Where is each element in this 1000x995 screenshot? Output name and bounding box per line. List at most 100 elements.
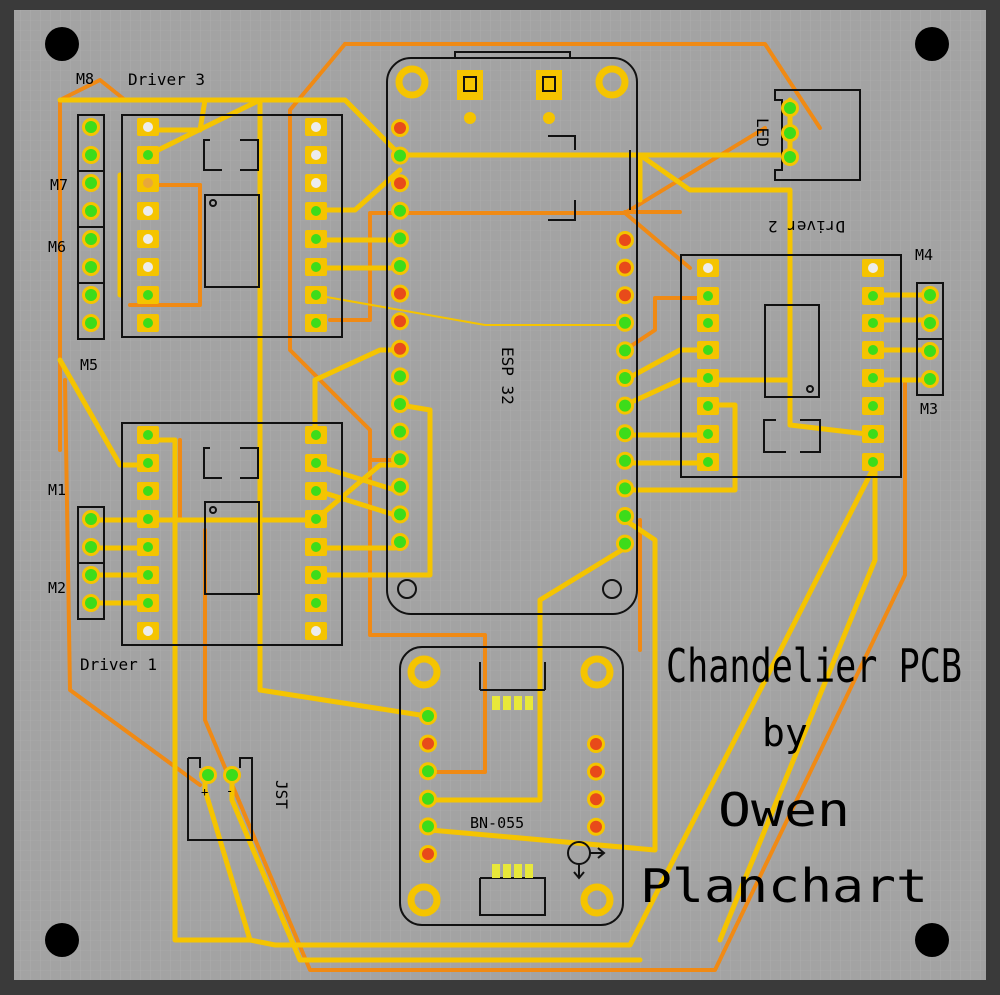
driver2-pad-right-hole xyxy=(868,345,878,355)
driver2-pad-left-hole xyxy=(703,291,713,301)
mounting-hole xyxy=(915,27,949,61)
esp32-pin-left-hole xyxy=(394,204,406,217)
esp32-pin-left-hole xyxy=(394,232,406,245)
esp32-pin-left-hole xyxy=(394,425,406,438)
esp32-pin-left-hole xyxy=(394,342,406,355)
driver1-pad-right-hole xyxy=(311,626,321,636)
driver3-pad-left-hole xyxy=(143,178,153,188)
driver1-pad-left-hole xyxy=(143,570,153,580)
driver2-pad-left-hole xyxy=(703,457,713,467)
mounting-hole xyxy=(45,923,79,957)
driver2-pad-right-hole xyxy=(868,429,878,439)
label-led: LED xyxy=(753,118,772,147)
driver-2-footprint[interactable] xyxy=(680,254,902,478)
driver3-pad-left-hole xyxy=(143,150,153,160)
driver2-pad-left-hole xyxy=(703,373,713,383)
driver3-pad-right-hole xyxy=(311,290,321,300)
led-connector[interactable] xyxy=(774,89,861,181)
driver3-pad-right-hole xyxy=(311,178,321,188)
board-by: by xyxy=(762,711,808,755)
driver3-pad-right-hole xyxy=(311,122,321,132)
driver1-pad-left-hole xyxy=(143,626,153,636)
driver1-pad-right-hole xyxy=(311,458,321,468)
bno055-pin-left-hole xyxy=(422,848,434,860)
bno055-pin-left-hole xyxy=(422,710,434,722)
driver-1-footprint[interactable] xyxy=(121,422,343,646)
driver3-pad-right-hole xyxy=(311,318,321,328)
esp32-pin-right-hole xyxy=(619,482,631,495)
esp32-pin-left-hole xyxy=(394,536,406,548)
motor-header-pin-hole xyxy=(85,317,97,329)
motor-header-pin-hole xyxy=(85,541,97,553)
label-m4: M4 xyxy=(915,246,933,264)
driver1-pad-left-hole xyxy=(143,598,153,608)
esp32-pin-right-hole xyxy=(619,234,631,246)
motor-header-pin-hole xyxy=(85,597,97,609)
board-title: Chandelier PCB xyxy=(666,639,962,693)
driver1-pad-left-hole xyxy=(143,458,153,468)
motor-header-pin-hole xyxy=(924,317,936,329)
driver1-pad-left-hole xyxy=(143,514,153,524)
author-last-name: Planchart xyxy=(640,859,928,913)
label-m6: M6 xyxy=(48,238,66,256)
label-m8: M8 xyxy=(76,70,94,88)
label-bno055: BN-055 xyxy=(470,814,524,832)
esp32-pin-right-hole xyxy=(619,510,631,522)
motor-header-pin-hole xyxy=(85,177,97,189)
esp32-pin-right-hole xyxy=(619,289,631,302)
esp32-outline xyxy=(386,57,638,615)
motor-header-pin-hole xyxy=(85,261,97,273)
label-m1: M1 xyxy=(48,481,66,499)
motor-header-pin-hole xyxy=(924,345,936,357)
esp32-module[interactable] xyxy=(386,51,638,615)
driver1-pad-left-hole xyxy=(143,486,153,496)
driver3-pad-left-hole xyxy=(143,234,153,244)
driver3-pad-right-hole xyxy=(311,150,321,160)
esp32-pin-right-hole xyxy=(619,344,631,357)
esp32-pin-left-hole xyxy=(394,260,406,272)
driver3-pad-left-hole xyxy=(143,290,153,300)
motor-header-pin-hole xyxy=(85,233,97,245)
bno055-pin-right-hole xyxy=(590,820,602,833)
led-pin-hole xyxy=(784,127,796,139)
top-traces xyxy=(57,97,933,963)
label-driver-2: Driver 2 xyxy=(768,217,845,236)
bno055-module[interactable] xyxy=(399,646,624,926)
label-m3: M3 xyxy=(920,400,938,418)
motor-headers xyxy=(77,114,944,620)
jst-connector[interactable] xyxy=(187,757,253,841)
driver3-pad-right-hole xyxy=(311,234,321,244)
bno055-pin-right-hole xyxy=(590,793,602,806)
esp32-pin-left-hole xyxy=(394,122,406,134)
esp32-pin-left-hole xyxy=(394,508,406,521)
driver2-pad-right-hole xyxy=(868,291,878,301)
driver2-pad-left-hole xyxy=(703,263,713,273)
led-pin-hole xyxy=(784,102,796,114)
motor-header-pin-hole xyxy=(85,513,97,525)
driver-3-footprint[interactable] xyxy=(121,114,343,338)
pads xyxy=(82,99,939,863)
esp32-mount-pad xyxy=(395,65,429,99)
esp32-pin-left-hole xyxy=(394,177,406,190)
bno055-pin-left-hole xyxy=(422,792,434,805)
motor-header-pin-hole xyxy=(85,149,97,161)
driver3-pad-left-hole xyxy=(143,122,153,132)
label-driver-3: Driver 3 xyxy=(128,70,205,89)
driver3-pad-right-hole xyxy=(311,262,321,272)
bno055-pin-right-hole xyxy=(590,765,602,778)
esp32-pin-right-hole xyxy=(619,261,631,274)
esp32-pin-left-hole xyxy=(394,315,406,328)
esp32-pin-right-hole xyxy=(619,454,631,467)
label-plus: + xyxy=(201,785,208,799)
jst-pin-plus-hole xyxy=(202,769,214,781)
bno055-outline xyxy=(399,646,624,926)
driver1-pad-right-hole xyxy=(311,514,321,524)
label-driver-1: Driver 1 xyxy=(80,655,157,674)
motor-header-pin-hole xyxy=(85,289,97,301)
bno055-pin-left-hole xyxy=(422,737,434,750)
driver3-pad-left-hole xyxy=(143,206,153,216)
label-minus: - xyxy=(226,784,233,798)
esp32-hole xyxy=(602,579,622,599)
author-first-name: Owen xyxy=(718,783,850,837)
